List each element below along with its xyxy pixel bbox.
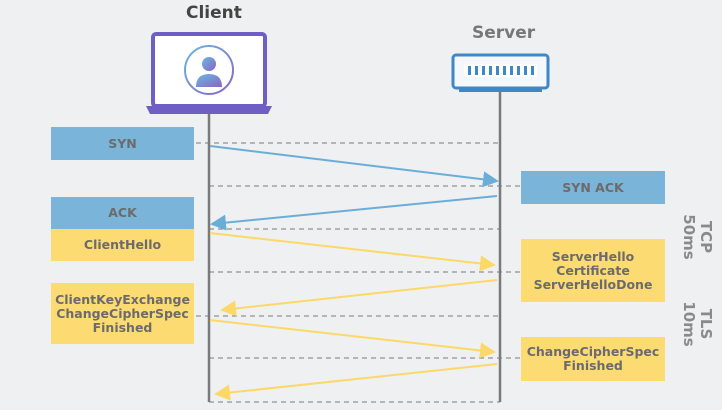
- tls-time: 10ms: [680, 301, 698, 347]
- client-key-exchange-label: ClientKeyExchange: [55, 291, 190, 307]
- tcp-phase-label: TCP 50ms: [676, 207, 715, 267]
- user-avatar-icon: [196, 57, 222, 87]
- server-finished-arrow: [214, 363, 498, 401]
- server-finished-box: ChangeCipherSpec Finished: [521, 337, 665, 381]
- client-key-exchange-box: ClientKeyExchange ChangeCipherSpec Finis…: [51, 283, 194, 344]
- server-icon: [451, 53, 550, 92]
- ack-box: ACK: [51, 197, 194, 229]
- syn-ack-arrow: [210, 195, 498, 231]
- server-hello-label: ServerHello: [551, 248, 635, 264]
- server-change-cipher-spec-label: ChangeCipherSpec: [526, 344, 660, 359]
- server-hello-arrow: [220, 279, 498, 317]
- syn-ack-box: SYN ACK: [521, 171, 665, 204]
- client-title: Client: [186, 3, 242, 23]
- change-cipher-spec-label: ChangeCipherSpec: [56, 305, 189, 321]
- tcp-time: 50ms: [680, 214, 698, 260]
- client-hello-box: ClientHello: [51, 229, 194, 261]
- tcp-name: TCP: [697, 220, 715, 254]
- server-title: Server: [472, 23, 536, 43]
- certificate-label: Certificate: [556, 262, 630, 278]
- client-hello-arrow: [209, 232, 496, 272]
- finished-label: Finished: [92, 319, 153, 335]
- server-hello-done-label: ServerHelloDone: [533, 276, 653, 292]
- syn-box: SYN: [51, 127, 194, 160]
- tls-phase-label: TLS 10ms: [676, 294, 715, 354]
- dashed-separators: [196, 142, 520, 403]
- laptop-icon: [146, 32, 272, 114]
- client-key-exchange-arrow: [209, 319, 496, 359]
- server-hello-box: ServerHello Certificate ServerHelloDone: [521, 239, 665, 302]
- ack-label: ACK: [108, 205, 137, 220]
- syn-label: SYN: [108, 135, 137, 151]
- syn-ack-label: SYN ACK: [562, 179, 624, 195]
- server-finished-label: Finished: [563, 358, 623, 373]
- syn-arrow: [209, 145, 499, 188]
- client-hello-label: ClientHello: [83, 237, 162, 252]
- tls-name: TLS: [697, 308, 715, 340]
